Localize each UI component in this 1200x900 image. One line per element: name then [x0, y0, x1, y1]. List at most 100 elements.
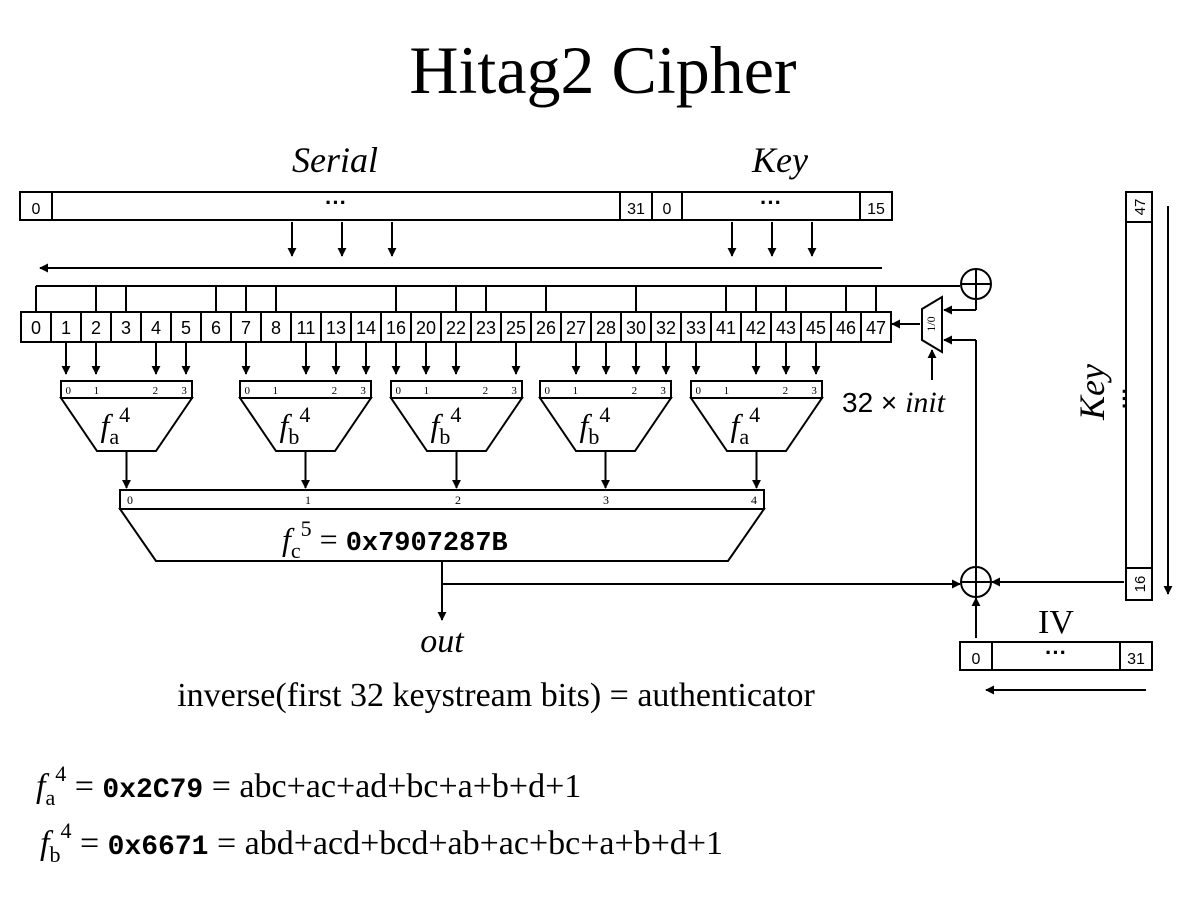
lfsr-cell-label: 11: [297, 318, 316, 338]
f4-trapezoid: [238, 397, 373, 452]
fc-input-index: 0: [127, 493, 133, 507]
f4-trapezoid: [538, 397, 673, 452]
f4-input-index: 3: [811, 385, 817, 397]
key-top-label: Key: [751, 140, 808, 180]
lfsr-cell-label: 45: [806, 318, 826, 338]
f4-input-index: 2: [153, 385, 159, 397]
iv-register: [959, 641, 1153, 671]
lfsr-cell-label: 3: [121, 318, 131, 338]
f4-input-index: 1: [94, 385, 100, 397]
formula-fb: fb4 = 0x6671 = abd+acd+bcd+ab+ac+bc+a+b+…: [40, 818, 723, 867]
fc-filter: 0 1 2 3 4 fc5 = 0x7907287B: [118, 489, 766, 563]
fc-input-index: 1: [305, 493, 311, 507]
lfsr-cell-label: 46: [836, 318, 856, 338]
iv-label: IV: [1038, 604, 1074, 641]
f4-input-index: 0: [244, 385, 250, 397]
fc-equation: fc5 = 0x7907287B: [282, 516, 508, 563]
lfsr-cell-label: 5: [181, 318, 191, 338]
f4-input-bar: [690, 380, 823, 399]
lfsr-cell-label: 25: [506, 318, 526, 338]
output-label: out: [420, 623, 465, 660]
fc-trapezoid: [118, 508, 766, 562]
f4-input-index: 1: [424, 385, 430, 397]
f4-trapezoid: [59, 397, 194, 452]
lfsr-cell-label: 8: [271, 318, 281, 338]
serial-dots: ···: [325, 190, 347, 215]
lfsr-cell-label: 20: [416, 318, 436, 338]
lfsr-cell-label: 1: [61, 318, 71, 338]
f4-input-bar: [60, 380, 193, 399]
iv-start-index: 0: [972, 651, 981, 668]
f4-input-index: 3: [660, 385, 666, 397]
mux-label: 1/0: [924, 316, 938, 331]
f4-trapezoid: [689, 397, 824, 452]
fc-input-bar: [119, 489, 765, 510]
init-count-label: 32 × init: [842, 386, 946, 419]
f4-input-index: 3: [181, 385, 187, 397]
lfsr-cell-label: 32: [656, 318, 676, 338]
f4-input-index: 0: [395, 385, 401, 397]
key-side-dots: ···: [1112, 387, 1137, 409]
f4-input-index: 3: [360, 385, 366, 397]
lfsr-cell: [830, 311, 862, 343]
key-top-dots: ···: [760, 190, 782, 215]
fc-input-index: 2: [455, 493, 461, 507]
f4-input-bar: [239, 380, 372, 399]
diagram-title: Hitag2 Cipher: [409, 32, 797, 108]
key-side-top-index: 47: [1132, 199, 1149, 216]
lfsr-cell: [380, 311, 412, 343]
lfsr-cell-label: 27: [566, 318, 586, 338]
key-side-label: Key: [1072, 364, 1112, 421]
lfsr-cell: [230, 311, 262, 343]
lfsr-cell: [740, 311, 772, 343]
feedback-tap-bus: [35, 285, 960, 312]
f4-input-bar: [390, 380, 523, 399]
lfsr-cell-label: 0: [31, 318, 41, 338]
f4-input-index: 2: [783, 385, 789, 397]
f4-input-index: 2: [332, 385, 338, 397]
init-xor-gate: [960, 566, 992, 598]
init-mux: [921, 295, 943, 354]
fc-input-index: 4: [751, 493, 757, 507]
lfsr-cell-label: 26: [536, 318, 556, 338]
fc-input-index: 3: [603, 493, 609, 507]
lfsr-cell-label: 2: [91, 318, 101, 338]
f4-input-bar: [539, 380, 672, 399]
authenticator-caption: inverse(first 32 keystream bits) = authe…: [177, 677, 815, 714]
key-top-end-index: 15: [867, 201, 885, 218]
init-path-wire: [943, 335, 977, 566]
lfsr-cell-label: 28: [596, 318, 616, 338]
lfsr-cell: [110, 311, 142, 343]
lfsr-cell-label: 4: [151, 318, 161, 338]
serial-start-index: 0: [32, 201, 41, 218]
lfsr-cell-label: 30: [626, 318, 646, 338]
output-path: [437, 561, 961, 621]
key-side-register: [1125, 191, 1153, 601]
f4-input-index: 0: [65, 385, 71, 397]
f4-input-index: 0: [695, 385, 701, 397]
f4-input-index: 1: [573, 385, 579, 397]
f4-input-index: 2: [483, 385, 489, 397]
f4-trapezoid: [389, 397, 524, 452]
lfsr-cell-label: 14: [356, 318, 376, 338]
serial-label: Serial: [292, 140, 378, 180]
lfsr-cell: [620, 311, 652, 343]
lfsr-cell-label: 23: [476, 318, 496, 338]
lfsr-cell-label: 43: [776, 318, 796, 338]
lfsr-cell-label: 6: [211, 318, 221, 338]
lfsr-cell-label: 16: [386, 318, 406, 338]
filter-tap-arrows: [61, 342, 821, 375]
lfsr-cell-label: 41: [716, 318, 736, 338]
lfsr-cell: [800, 311, 832, 343]
f4-input-index: 3: [511, 385, 517, 397]
feedback-xor-gate: [960, 268, 992, 300]
iv-end-index: 31: [1127, 651, 1145, 668]
lfsr-cell-label: 22: [446, 318, 466, 338]
lfsr-cell-label: 7: [241, 318, 251, 338]
key-top-start-index: 0: [663, 201, 672, 218]
f4-input-index: 0: [544, 385, 550, 397]
lfsr-cell: [860, 311, 892, 343]
